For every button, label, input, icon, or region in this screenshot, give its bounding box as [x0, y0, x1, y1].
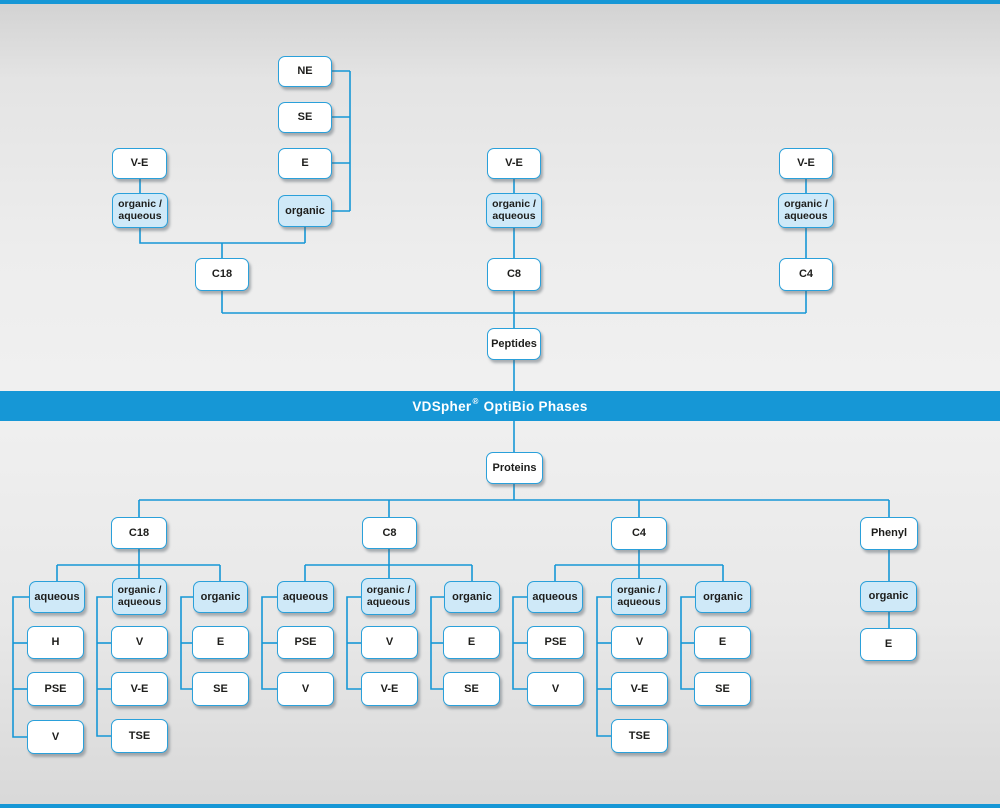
node-proteins-c4-aqueous-v: V	[527, 672, 584, 706]
node-proteins-c8-aqueous-pse: PSE	[277, 626, 334, 659]
node-peptides-c18-ve: V-E	[112, 148, 167, 179]
node-peptides-c4-organic-aqueous: organic / aqueous	[778, 193, 834, 228]
node-proteins-c8-organic-aqueous-v: V	[361, 626, 418, 659]
node-proteins-phenyl-organic-e: E	[860, 628, 917, 661]
node-proteins-c18-aqueous: aqueous	[29, 581, 85, 613]
page-footer-strip	[0, 808, 1000, 812]
node-proteins-c18-aqueous-pse: PSE	[27, 672, 84, 706]
node-proteins-c8-organic-aqueous: organic / aqueous	[361, 578, 416, 615]
node-proteins-c8: C8	[362, 517, 417, 549]
connector-line	[139, 228, 305, 244]
node-peptides-e: E	[278, 148, 332, 179]
connector-line	[596, 596, 611, 737]
node-peptides-c4-ve: V-E	[779, 148, 833, 179]
node-proteins-c4-organic-aqueous-v: V	[611, 626, 668, 659]
node-proteins-c18-organic-aqueous-ve: V-E	[111, 672, 168, 706]
bottom-accent-bar	[0, 804, 1000, 808]
node-peptides-se: SE	[278, 102, 332, 133]
node-proteins-c4: C4	[611, 517, 667, 550]
node-proteins-c8-aqueous-v: V	[277, 672, 334, 706]
node-peptides-c8-organic-aqueous: organic / aqueous	[486, 193, 542, 228]
node-proteins: Proteins	[486, 452, 543, 484]
registered-trademark-icon: ®	[472, 396, 479, 406]
node-peptides-ne: NE	[278, 56, 332, 87]
node-proteins-c4-organic-aqueous: organic / aqueous	[611, 578, 667, 615]
node-peptides: Peptides	[487, 328, 541, 360]
node-proteins-c4-organic-aqueous-tse: TSE	[611, 719, 668, 753]
node-proteins-c4-aqueous-pse: PSE	[527, 626, 584, 659]
connector-line	[12, 596, 29, 738]
connector-line	[96, 596, 112, 737]
node-proteins-c8-organic-e: E	[443, 626, 500, 659]
node-peptides-c8: C8	[487, 258, 541, 291]
node-proteins-c8-organic-se: SE	[443, 672, 500, 706]
node-proteins-c18-organic-se: SE	[192, 672, 249, 706]
node-peptides-c8-ve: V-E	[487, 148, 541, 179]
node-proteins-c18-organic-aqueous-tse: TSE	[111, 719, 168, 753]
node-proteins-c18-organic-e: E	[192, 626, 249, 659]
node-proteins-c4-organic-aqueous-ve: V-E	[611, 672, 668, 706]
node-proteins-c8-aqueous: aqueous	[277, 581, 334, 613]
node-proteins-phenyl: Phenyl	[860, 517, 918, 550]
node-proteins-c8-organic: organic	[444, 581, 500, 613]
banner-brand: VDSpher	[412, 398, 472, 414]
banner-suffix: OptiBio Phases	[483, 398, 588, 414]
node-proteins-c18-organic: organic	[193, 581, 248, 613]
node-proteins-c18-aqueous-v: V	[27, 720, 84, 754]
node-proteins-c8-organic-aqueous-ve: V-E	[361, 672, 418, 706]
node-proteins-c18-organic-aqueous: organic / aqueous	[112, 578, 167, 615]
node-proteins-c18-aqueous-h: H	[27, 626, 84, 659]
node-proteins-c4-organic-e: E	[694, 626, 751, 659]
node-proteins-c4-organic: organic	[695, 581, 751, 613]
node-peptides-organic: organic	[278, 195, 332, 227]
node-proteins-c4-organic-se: SE	[694, 672, 751, 706]
node-proteins-c18: C18	[111, 517, 167, 549]
node-proteins-phenyl-organic: organic	[860, 581, 917, 612]
node-peptides-c18: C18	[195, 258, 249, 291]
section-banner: VDSpher® OptiBio Phases	[0, 391, 1000, 421]
node-proteins-c4-aqueous: aqueous	[527, 581, 583, 613]
top-accent-bar	[0, 0, 1000, 4]
node-proteins-c18-organic-aqueous-v: V	[111, 626, 168, 659]
node-peptides-c18-organic-aqueous: organic / aqueous	[112, 193, 168, 228]
node-peptides-c4: C4	[779, 258, 833, 291]
